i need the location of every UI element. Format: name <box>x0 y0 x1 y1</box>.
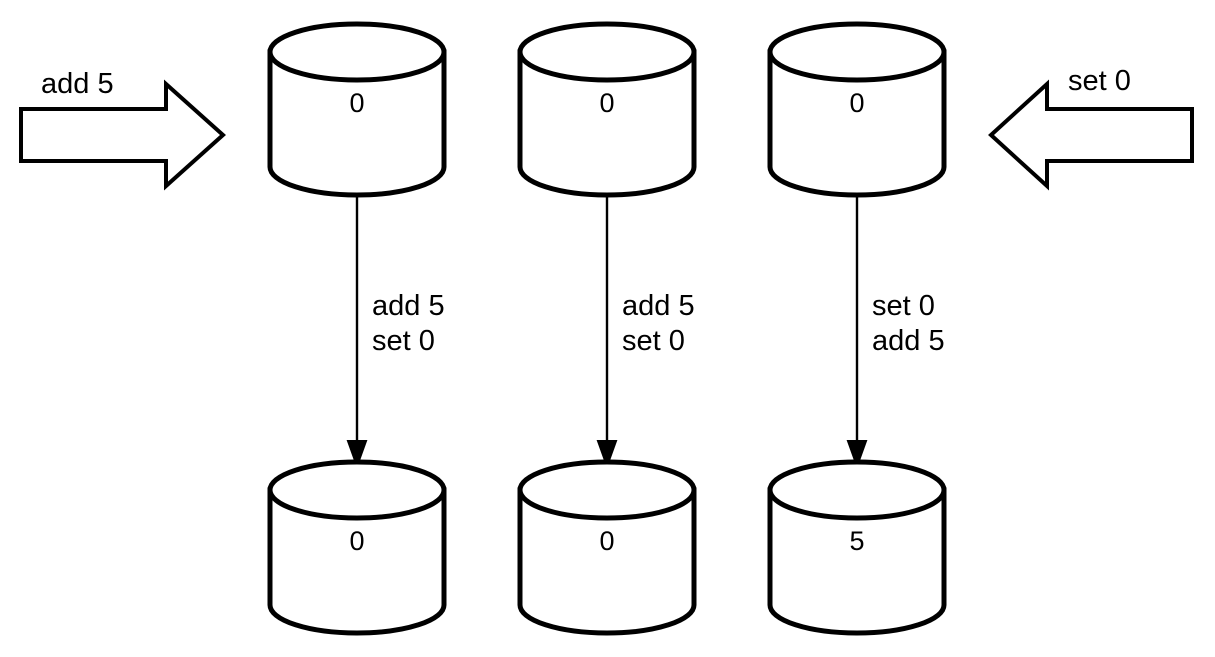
replica-2-top-value: 0 <box>599 88 614 118</box>
replica-3-connector-arrowhead <box>846 440 868 469</box>
right-operation-label: set 0 <box>1068 65 1131 97</box>
replica-1-top-value: 0 <box>349 88 364 118</box>
replica-2-top-cylinder <box>517 21 697 198</box>
replica-1-connector <box>346 195 368 469</box>
replica-3-top-cylinder-cap <box>767 21 947 83</box>
left-block-arrow-shape <box>19 79 226 191</box>
replica-1-connector-arrowhead <box>346 440 368 469</box>
replica-1-bottom-cylinder-body <box>267 487 447 636</box>
replica-1-bottom-cylinder <box>267 459 447 636</box>
replica-3-order-line-2: add 5 <box>872 325 945 357</box>
replica-1-bottom-value: 0 <box>349 526 364 556</box>
replica-1-top-cylinder-body <box>267 49 447 198</box>
replica-3-connector <box>846 195 868 469</box>
left-operation-label: add 5 <box>41 68 114 100</box>
replica-2-top-cylinder-cap <box>517 21 697 83</box>
replica-2-order-line-1: add 5 <box>622 290 695 322</box>
replica-2-bottom-cylinder-body <box>517 487 697 636</box>
replica-1-order-line-1: add 5 <box>372 290 445 322</box>
replica-2-top-cylinder-body <box>517 49 697 198</box>
replica-3-top-cylinder-body <box>767 49 947 198</box>
replica-3-bottom-cylinder-body <box>767 487 947 636</box>
replica-2-bottom-cylinder <box>517 459 697 636</box>
replica-2-bottom-value: 0 <box>599 526 614 556</box>
replica-1-top-cylinder-cap <box>267 21 447 83</box>
replica-3-order-line-1: set 0 <box>872 290 935 322</box>
replica-1-top-cylinder <box>267 21 447 198</box>
replica-3-bottom-cylinder <box>767 459 947 636</box>
replica-1-bottom-cylinder-cap <box>267 459 447 521</box>
replica-1-order-line-2: set 0 <box>372 325 435 357</box>
replica-3-bottom-cylinder-cap <box>767 459 947 521</box>
replica-3-top-cylinder <box>767 21 947 198</box>
right-block-arrow-shape <box>988 79 1194 191</box>
replica-3-bottom-value: 5 <box>849 526 864 556</box>
right-incoming-arrow <box>988 79 1194 191</box>
replica-3-top-value: 0 <box>849 88 864 118</box>
left-incoming-arrow <box>19 79 226 191</box>
replica-2-connector <box>596 195 618 469</box>
replica-2-connector-arrowhead <box>596 440 618 469</box>
replica-2-order-line-2: set 0 <box>622 325 685 357</box>
replica-2-bottom-cylinder-cap <box>517 459 697 521</box>
